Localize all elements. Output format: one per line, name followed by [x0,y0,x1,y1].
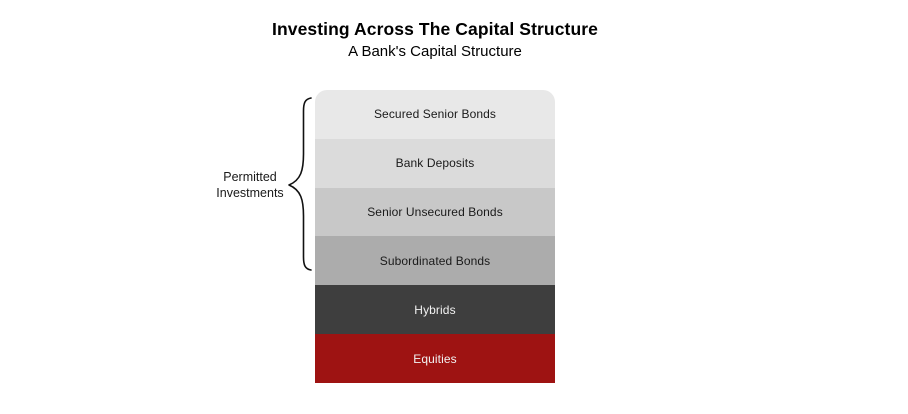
figure-header: Investing Across The Capital Structure A… [35,19,835,60]
layer-subordinated-bonds: Subordinated Bonds [315,236,555,286]
layer-label-senior-unsecured-bonds: Senior Unsecured Bonds [367,205,503,220]
layer-bank-deposits: Bank Deposits [315,138,555,188]
layer-label-hybrids: Hybrids [414,302,456,317]
layer-label-bank-deposits: Bank Deposits [395,156,475,171]
capital-structure-stack: Secured Senior Bonds Bank Deposits Senio… [315,90,555,383]
figure-title: Investing Across The Capital Structure [271,19,598,39]
layer-label-secured-senior-bonds: Secured Senior Bonds [373,107,497,122]
layer-hybrids: Hybrids [315,285,555,335]
layer-senior-unsecured-bonds: Senior Unsecured Bonds [315,187,555,237]
permitted-investments-label-line2: Investments [216,186,284,200]
permitted-investments-brace [282,96,312,272]
layer-label-subordinated-bonds: Subordinated Bonds [379,253,491,268]
layer-secured-senior-bonds: Secured Senior Bonds [315,90,555,139]
curly-brace-path [288,97,312,271]
curly-brace-icon [288,97,312,271]
layer-equities: Equities [315,334,555,383]
permitted-investments-label: Permitted Investments [198,169,302,201]
layer-label-equities: Equities [413,351,457,366]
permitted-investments-label-line1: Permitted [223,170,277,184]
figure-subtitle: A Bank's Capital Structure [348,43,522,60]
